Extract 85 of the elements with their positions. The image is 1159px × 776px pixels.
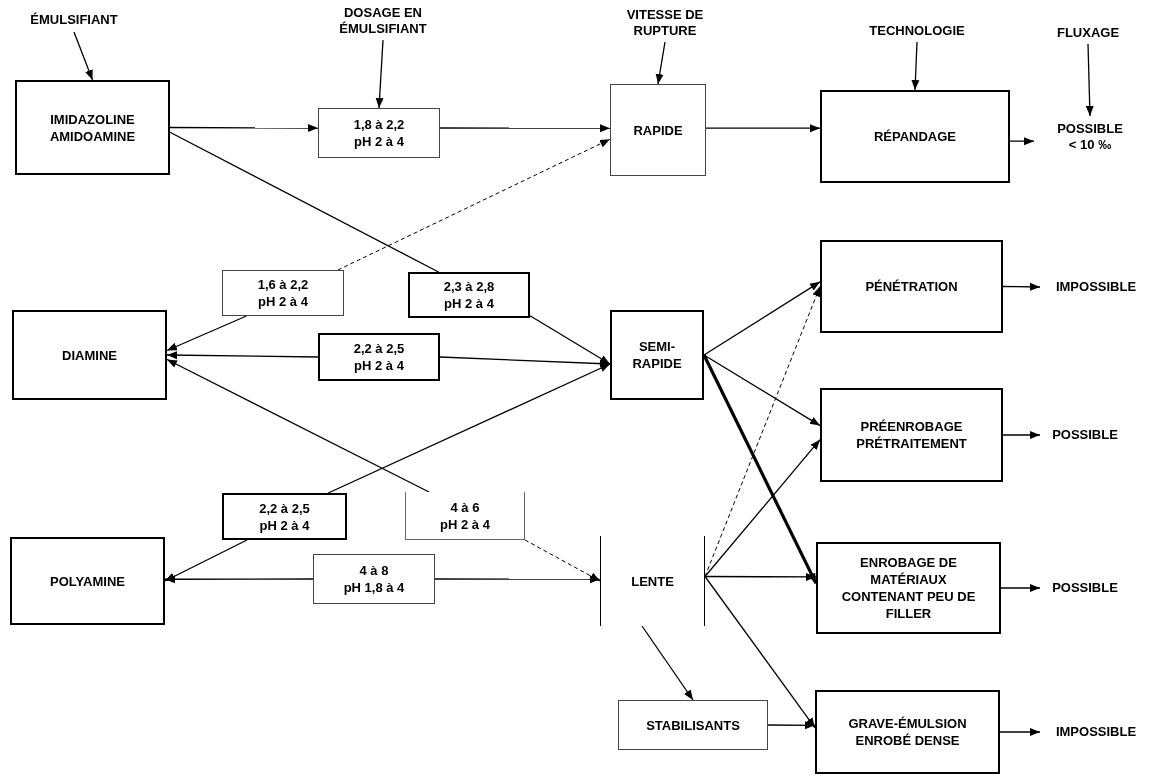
range-box — [405, 492, 525, 540]
range-box — [318, 108, 440, 158]
arrow — [703, 354, 821, 427]
process-box — [12, 310, 167, 400]
arrow — [704, 286, 821, 577]
result-text: POSSIBLE — [1057, 121, 1123, 137]
arrow — [439, 124, 611, 133]
arrow — [529, 315, 611, 365]
box-label: 2,2 à 2,5 — [259, 499, 310, 517]
arrow — [169, 123, 319, 132]
arrow — [166, 358, 430, 493]
box-label: RAPIDE — [633, 121, 683, 139]
arrow — [1000, 584, 1041, 592]
column-heading: ÉMULSIFIANT — [30, 12, 118, 28]
process-box — [10, 537, 165, 625]
result-text: IMPOSSIBLE — [1055, 279, 1137, 295]
arrow — [704, 439, 821, 578]
box-label: PÉNÉTRATION — [865, 278, 958, 295]
process-box — [15, 80, 170, 175]
range-box — [313, 554, 435, 604]
arrow — [1085, 43, 1094, 117]
box-label: pH 1,8 à 4 — [343, 579, 405, 596]
result-text: POSSIBLE — [1052, 427, 1118, 443]
arrow — [164, 575, 314, 584]
process-box — [816, 542, 1001, 634]
box-label: ENROBAGE DE MATÉRIAUX CONTENANT PEU DE FILLER — [840, 554, 977, 622]
box-label: 4 à 8 — [359, 562, 389, 579]
box-label: 2,3 à 2,8 — [443, 278, 495, 295]
process-box — [318, 333, 440, 381]
arrow — [524, 539, 601, 582]
result-text: IMPOSSIBLE — [1055, 724, 1137, 740]
box-label: pH 2 à 4 — [354, 357, 404, 374]
arrow — [767, 721, 816, 730]
range-box — [222, 270, 344, 316]
box-label: PRÉENROBAGE PRÉTRAITEMENT — [855, 418, 968, 452]
process-box — [820, 388, 1003, 482]
range-box — [618, 700, 768, 750]
box-label: 4 à 6 — [450, 498, 480, 516]
box-label: SEMI-RAPIDE — [631, 338, 683, 372]
column-heading: DOSAGE EN ÉMULSIFIANT — [338, 5, 428, 37]
box-label: DIAMINE — [62, 346, 117, 364]
process-box — [408, 272, 530, 318]
result-text: POSSIBLE — [1052, 580, 1118, 596]
arrow — [641, 625, 694, 701]
arrow — [327, 363, 611, 494]
process-box — [815, 690, 1000, 774]
arrow — [703, 281, 821, 356]
column-heading: TECHNOLOGIE — [869, 23, 965, 39]
box-label: pH 2 à 4 — [444, 295, 494, 312]
process-box — [820, 240, 1003, 333]
arrow — [655, 41, 666, 85]
column-heading: VITESSE DE RUPTURE — [625, 7, 705, 39]
box-label: pH 2 à 4 — [259, 516, 310, 534]
box-label: pH 2 à 4 — [354, 133, 404, 150]
box-label: GRAVE-ÉMULSION ENROBÉ DENSE — [847, 715, 968, 749]
arrow — [705, 124, 821, 133]
arrow — [375, 39, 384, 109]
arrow — [166, 351, 319, 360]
box-label: 1,6 à 2,2 — [257, 276, 309, 293]
box-label: RÉPANDAGE — [873, 128, 957, 145]
process-box — [610, 310, 704, 400]
arrow — [434, 575, 601, 584]
arrow — [337, 138, 611, 271]
arrow — [1002, 431, 1041, 439]
box-label: pH 2 à 4 — [440, 515, 490, 533]
box-label: POLYAMINE — [50, 572, 125, 590]
arrow — [999, 728, 1041, 736]
arrow — [166, 315, 248, 352]
column-heading: FLUXAGE — [1056, 25, 1120, 41]
box-label: LENTE — [631, 572, 674, 590]
box-label: pH 2 à 4 — [258, 293, 308, 310]
box-label: 2,2 à 2,5 — [353, 340, 405, 357]
box-label: 1,8 à 2,2 — [353, 116, 405, 133]
arrow — [1002, 282, 1041, 291]
result-text: < 10 ‰ — [1068, 137, 1112, 153]
process-box — [222, 493, 347, 540]
process-box — [820, 90, 1010, 183]
box-label: STABILISANTS — [646, 716, 740, 734]
arrow — [911, 41, 920, 91]
arrow — [1009, 137, 1035, 146]
arrow — [164, 539, 248, 582]
range-box — [610, 84, 706, 176]
arrow — [73, 31, 94, 81]
arrow — [704, 575, 816, 729]
box-label: IMIDAZOLINE AMIDOAMINE — [48, 110, 137, 145]
